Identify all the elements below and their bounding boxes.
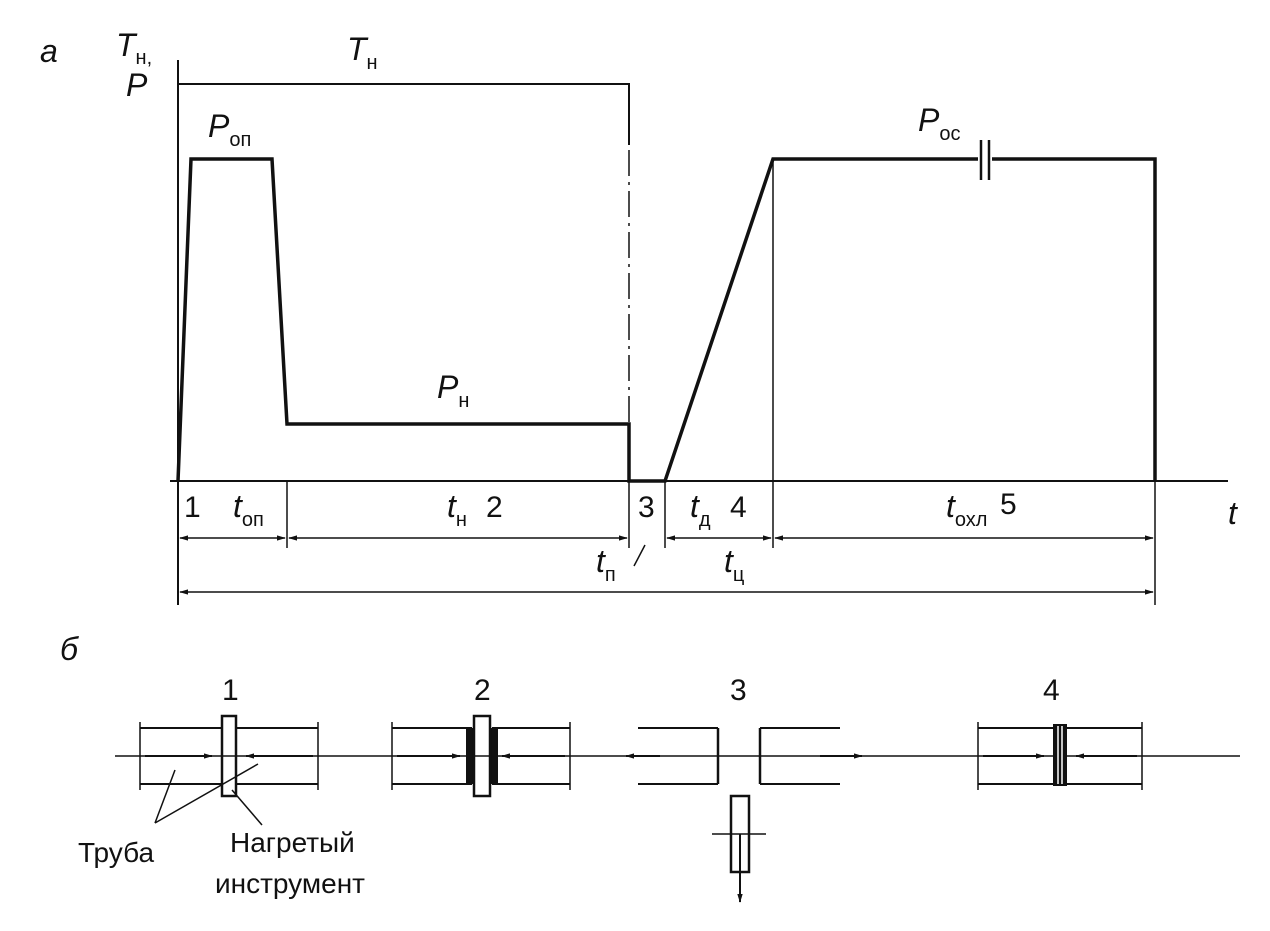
heated-tool-label-line2: инструмент xyxy=(215,868,365,899)
stage-4-number: 4 xyxy=(730,491,747,524)
step-1-number: 1 xyxy=(222,674,239,707)
panel-b: б 1 2 3 4 xyxy=(60,631,1240,903)
t-n-label: tн xyxy=(447,488,467,531)
step-3-number: 3 xyxy=(730,674,747,707)
stage-3-number: 3 xyxy=(638,491,655,524)
y-axis-label-p: P xyxy=(126,67,148,103)
step-3-assembly xyxy=(625,727,863,903)
x-axis-label-t: t xyxy=(1228,495,1238,531)
pipe-label: Труба xyxy=(78,837,154,868)
stage-2-number: 2 xyxy=(486,491,503,524)
temperature-line xyxy=(178,83,630,145)
pressure-curve xyxy=(176,157,1157,483)
step-2-number: 2 xyxy=(474,674,491,707)
heated-tool-label-line1: Нагретый xyxy=(230,827,355,858)
weld-joint xyxy=(1053,724,1067,786)
panel-a-label: а xyxy=(40,33,58,69)
t-p-leader xyxy=(633,544,646,567)
t-d-label: tд xyxy=(690,488,711,531)
melt-bead-left xyxy=(466,728,474,784)
curve-pop-label: Pоп xyxy=(208,108,251,151)
stage-5-number: 5 xyxy=(1000,488,1017,521)
step-4-assembly xyxy=(977,722,1143,790)
heated-tool xyxy=(472,714,492,798)
panel-a: а Tн, P t Tн Pоп Pн Pос xyxy=(40,27,1238,605)
step-2-assembly xyxy=(391,714,571,798)
stage-1-number: 1 xyxy=(184,491,201,524)
y-axis-label-t: Tн, xyxy=(116,27,152,69)
melt-bead-right xyxy=(490,728,498,784)
panel-b-label: б xyxy=(60,631,79,667)
t-p-label: tп xyxy=(596,543,616,586)
step-1-assembly xyxy=(139,714,319,826)
t-op-label: tоп xyxy=(233,488,264,531)
t-c-label: tц xyxy=(724,543,744,586)
curve-pn-label: Pн xyxy=(437,369,469,412)
t-ohl-label: tохл xyxy=(946,488,987,531)
step-4-number: 4 xyxy=(1043,674,1060,707)
curve-pos-label: Pос xyxy=(918,102,960,145)
curve-t-label: Tн xyxy=(347,31,378,74)
heated-tool xyxy=(220,714,238,798)
